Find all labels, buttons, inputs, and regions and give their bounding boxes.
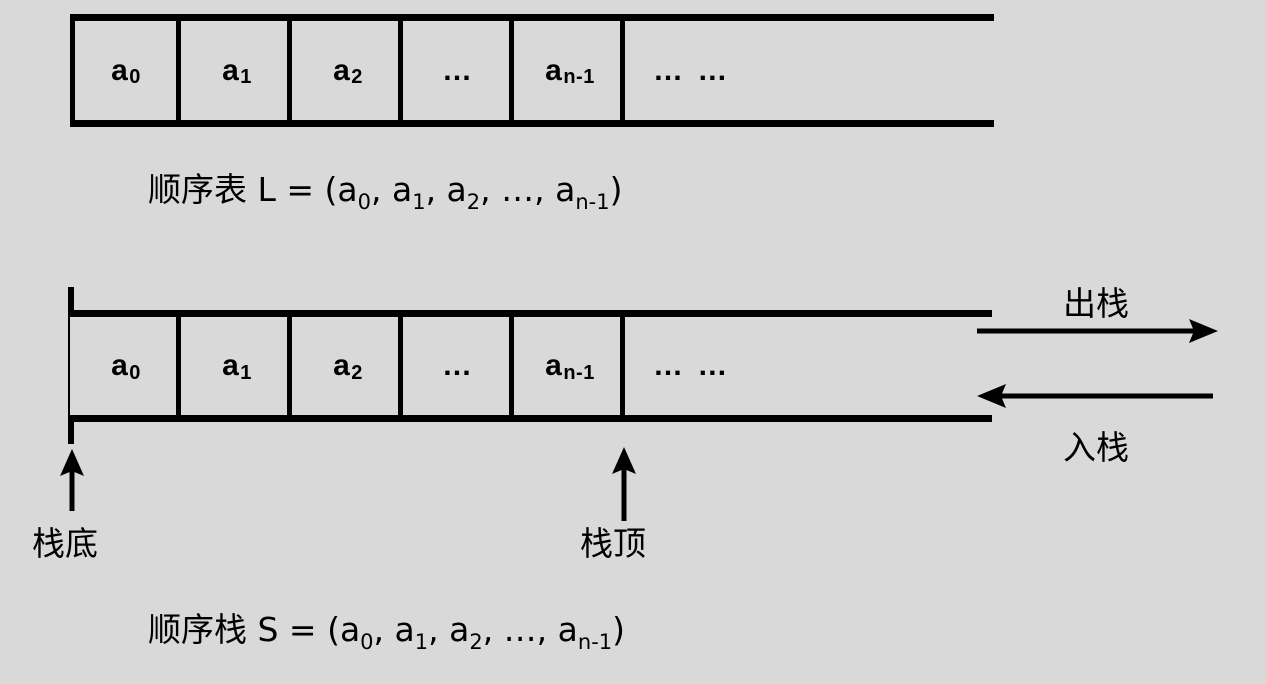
stack-caption-sub2: 2 (469, 630, 483, 654)
list-cell-3: … (403, 14, 514, 127)
cell-divider (620, 310, 625, 422)
stack-cell-0-sub: 0 (129, 361, 141, 384)
list-cell-overflow: … … (625, 21, 994, 120)
list-cell-0-label: a (111, 53, 129, 87)
list-cell-1-label: a (222, 53, 240, 87)
list-table-bottom-rail (70, 120, 994, 127)
list-caption-sub0: 0 (357, 190, 371, 214)
cell-divider (176, 14, 181, 127)
stack-cell-overflow-label: … … (653, 349, 731, 382)
stack-cell-overflow: … … (625, 317, 992, 415)
list-cell-4-sub: n-1 (563, 66, 595, 88)
pop-label: 出栈 (1063, 284, 1129, 323)
stack-caption-t3: , …, a (482, 610, 578, 649)
stack-caption-t2: , a (428, 610, 470, 649)
push-arrow-icon (977, 384, 1213, 408)
list-caption-suffix: ) (609, 170, 623, 209)
stack-cell-4-sub: n-1 (563, 361, 595, 384)
stack-table-bottom-rail (70, 415, 992, 422)
cell-divider (176, 310, 181, 422)
pop-arrow-icon (977, 319, 1218, 343)
cell-divider (398, 14, 403, 127)
list-cell-2-label: a (333, 53, 351, 87)
stack-cell-1-label: a (222, 349, 240, 382)
cell-divider (70, 14, 75, 127)
stack-cell-2-sub: 2 (351, 361, 363, 384)
stack-caption-suffix: ) (612, 610, 626, 649)
cell-divider (287, 310, 292, 422)
stack-table-top-rail (70, 310, 992, 317)
list-table-top-rail (70, 14, 994, 21)
list-cell-2-sub: 2 (351, 66, 363, 88)
list-caption-sub3: n-1 (575, 190, 610, 214)
stack-caption-prefix: 顺序栈 S = (a (148, 610, 361, 649)
stack-cell-4-label: a (545, 349, 563, 382)
list-cell-4-label: a (545, 53, 563, 87)
list-cell-0-sub: 0 (129, 66, 141, 88)
stack-caption-sub3: n-1 (577, 630, 613, 654)
list-caption: 顺序表 L = (a0, a1, a2, …, an-1) (148, 163, 623, 214)
list-caption-t1: , a (370, 170, 413, 209)
cell-divider (509, 14, 514, 127)
stack-bottom-pointer-label: 栈底 (32, 524, 98, 563)
stack-cell-1-sub: 1 (240, 361, 252, 384)
list-cell-1-sub: 1 (240, 66, 252, 88)
cell-divider (620, 14, 625, 127)
stack-caption-sub1: 1 (414, 630, 429, 654)
cell-divider (509, 310, 514, 422)
list-caption-t2: , a (425, 170, 467, 209)
stack-cell-3: … (403, 310, 514, 422)
list-caption-prefix: 顺序表 L = (a (148, 170, 358, 209)
list-cell-3-label: … (442, 53, 475, 87)
stack-caption: 顺序栈 S = (a0, a1, a2, …, an-1) (148, 603, 626, 654)
stack-caption-t1: , a (373, 610, 415, 649)
list-caption-sub2: 2 (466, 190, 481, 214)
list-caption-t3: , …, a (480, 170, 576, 209)
stack-top-pointer-label: 栈顶 (580, 524, 646, 563)
list-caption-sub1: 1 (412, 190, 426, 214)
cell-divider (287, 14, 292, 127)
stack-cell-3-label: … (442, 349, 475, 382)
push-label: 入栈 (1063, 428, 1129, 467)
cell-divider (398, 310, 403, 422)
stack-cell-0-label: a (111, 349, 129, 382)
stack-bottom-pointer-arrow-icon (60, 449, 84, 511)
list-cell-overflow-label: … … (653, 53, 731, 87)
stack-caption-sub0: 0 (360, 630, 374, 654)
stack-top-pointer-arrow-icon (612, 447, 636, 521)
stack-cell-2-label: a (333, 349, 351, 382)
